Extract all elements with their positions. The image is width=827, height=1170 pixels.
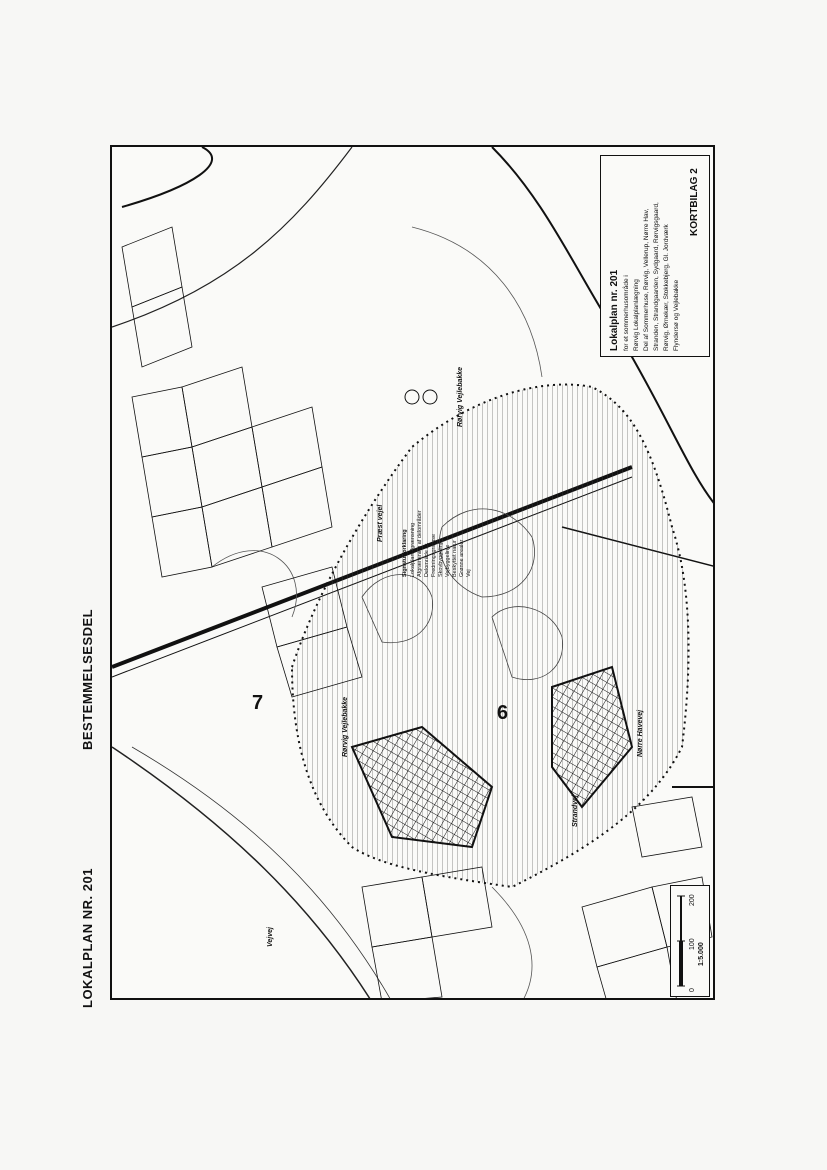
title-block-line: Rørvig, Ørnekær, Stokkebjerg, Gl. Jordvæ… — [663, 224, 670, 351]
title-block-title: Lokalplan nr. 201 — [609, 269, 620, 351]
plan-boundary — [290, 383, 690, 889]
symbol-legend-item: Signaturforklaring — [402, 529, 408, 577]
area-crosshatch-2 — [551, 665, 634, 809]
scale-ratio: 1:5.000 — [698, 942, 705, 966]
scale-tick-200: 200 — [689, 894, 696, 906]
title-block-line: for et sommerhusområde i — [623, 275, 630, 351]
area-7-label: 7 — [252, 692, 264, 714]
symbol-legend-item: Skovbyggelinje — [438, 540, 444, 577]
kortbilag-label: KORTBILAG 2 — [689, 168, 700, 236]
symbol-legend-item: Beskyttet natur — [452, 540, 458, 577]
coastline — [112, 746, 371, 998]
symbol-legend-item: Lokalplanafgrænsning — [410, 522, 416, 577]
symbol-legend-item: Grønne arealer — [459, 539, 465, 577]
place-label-a: Rørvig Vejlebakke — [342, 696, 349, 757]
area-crosshatch-1 — [350, 725, 494, 849]
place-label-f: Nørre Havevej — [637, 709, 644, 757]
document-header-right: BESTEMMELSESDEL — [80, 608, 95, 750]
place-label-b: Rørvig Vejlebakke — [457, 366, 464, 427]
scale-bar: 0 100 200 1:5.000 — [670, 885, 710, 997]
place-label-e: Strandvej — [572, 795, 579, 827]
title-block-line: Del af Sommerhuse, Rørvig, Vellerup, Nør… — [643, 208, 650, 351]
symbol-legend-item: Afgrænsning af delområder — [417, 510, 423, 577]
area-6-label: 6 — [497, 702, 509, 724]
scale-tick-100: 100 — [689, 938, 696, 950]
symbol-legend-item: Fredningsgrænse — [431, 533, 437, 577]
title-block-line: Flyndersø og Vejlebakke — [673, 279, 680, 351]
symbol-legend-item: Vejbyggelinje — [445, 544, 451, 577]
place-label-c: Præst vejel — [377, 504, 384, 542]
place-label-d: Vejvej — [267, 927, 274, 947]
document-header-left: LOKALPLAN NR. 201 — [80, 868, 95, 1008]
title-block: Lokalplan nr. 201 for et sommerhusområde… — [600, 155, 710, 357]
plot-grid-upper — [121, 226, 363, 698]
symbol-legend-item: Vej — [466, 569, 472, 577]
symbol-legend-item: Delområde nr. — [424, 542, 430, 577]
scale-tick-0: 0 — [689, 988, 696, 992]
map-drawing — [112, 147, 713, 998]
plot-grid-lower — [361, 796, 713, 998]
title-block-line: Rørvig Lokalplanlægning — [633, 279, 640, 351]
title-block-line: Stranden, Strandgaarden, Sydgaard, Rørvi… — [653, 202, 660, 351]
